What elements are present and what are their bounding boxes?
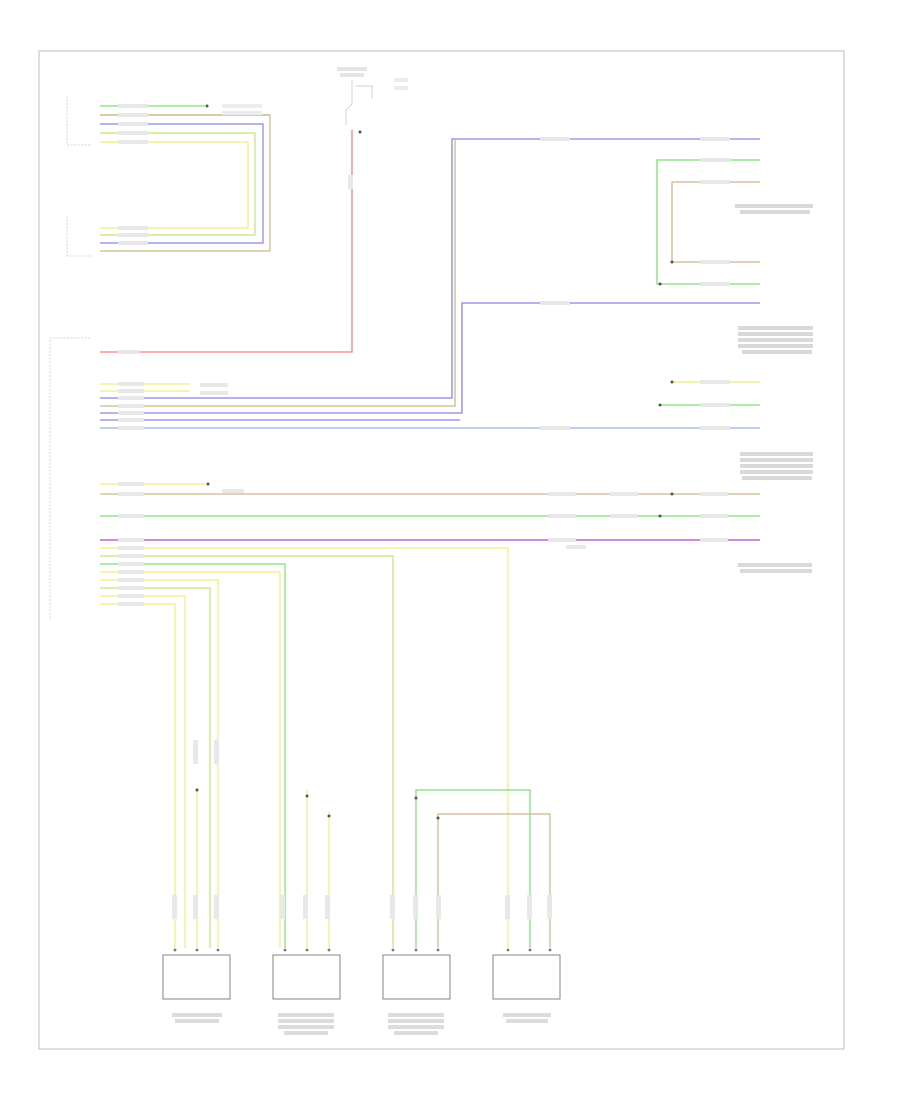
upper-left-wire-labels xyxy=(118,104,262,245)
right-wire-labels xyxy=(118,137,730,549)
bottom-sensor-pins xyxy=(173,948,552,952)
right-wires xyxy=(100,138,760,541)
sensor-box-1 xyxy=(162,954,231,1000)
sensor-box-4 xyxy=(492,954,561,1000)
sensor-box-3 xyxy=(382,954,451,1000)
lower-left-module xyxy=(66,216,92,257)
sensor-box-2 xyxy=(272,954,341,1000)
upper-left-module xyxy=(66,96,92,146)
power-feed xyxy=(100,67,408,354)
bottom-wire-labels xyxy=(118,546,552,919)
bottom-wires xyxy=(100,547,551,948)
bottom-sensor-labels xyxy=(172,1013,551,1035)
main-module xyxy=(49,337,90,620)
bottom-sensors xyxy=(162,954,561,1000)
right-sensor-labels xyxy=(735,204,813,573)
diagram-frame xyxy=(38,50,845,1050)
